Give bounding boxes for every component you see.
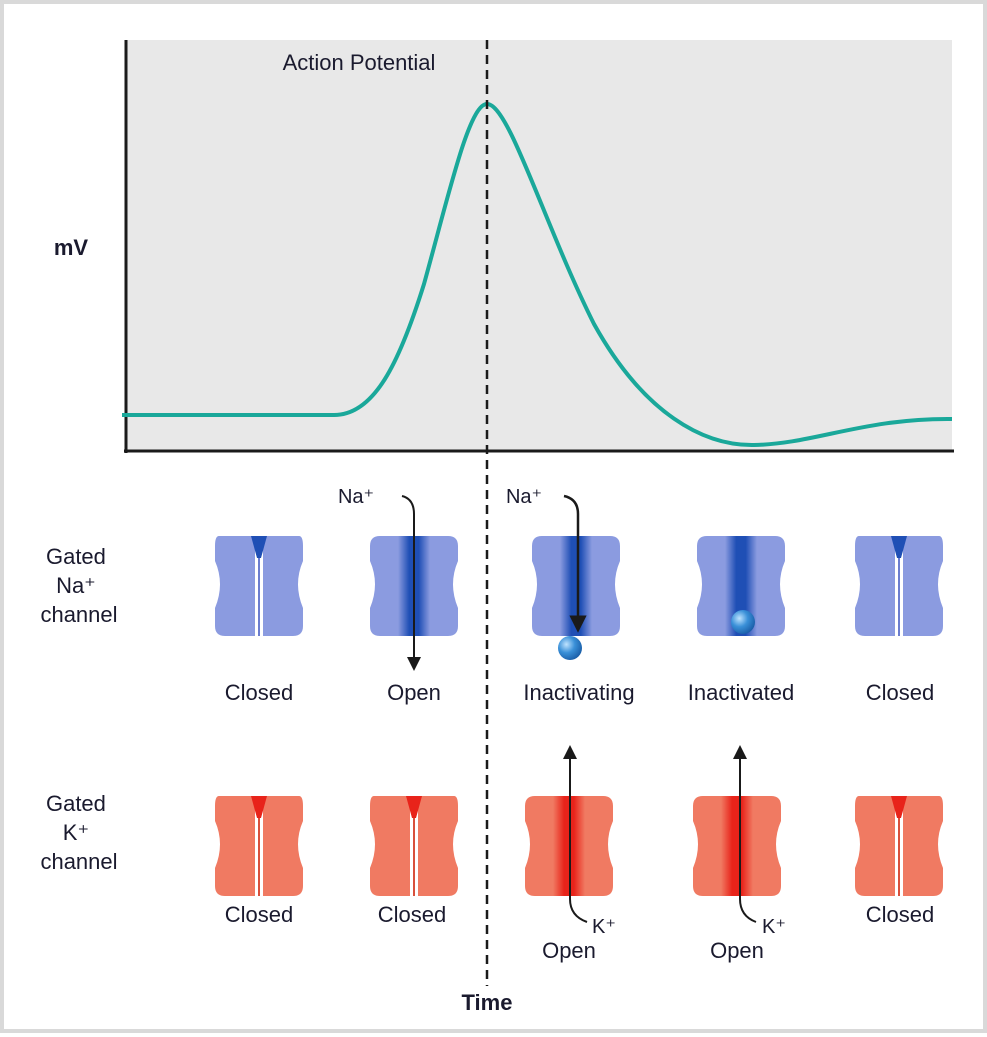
na-ion-label-2: Na⁺ [506, 486, 542, 508]
na-ion-arrow-2 [563, 494, 587, 633]
na-state-label-2: Open [387, 680, 441, 705]
k-ion-label-1: K⁺ [592, 916, 616, 938]
na-state-label-4: Inactivated [688, 680, 794, 705]
action-potential-diagram: Action Potential mV Time Gated Na⁺ chann… [40, 40, 954, 1015]
k-row-label: Gated K⁺ channel [40, 791, 117, 874]
na-row-label: Gated Na⁺ channel [40, 544, 117, 627]
chart-title: Action Potential [283, 50, 436, 75]
na-channel-closed-1 [215, 536, 303, 636]
plot-area [126, 40, 952, 451]
na-state-label-3: Inactivating [523, 680, 634, 705]
k-state-label-2: Closed [378, 902, 446, 927]
k-channel-closed-1 [215, 796, 303, 896]
na-channel-closed-2 [855, 536, 943, 636]
k-state-label-3: Open [542, 938, 596, 963]
na-state-label-1: Closed [225, 680, 293, 705]
k-state-label-1: Closed [225, 902, 293, 927]
k-state-label-5: Closed [866, 902, 934, 927]
k-ion-label-2: K⁺ [762, 916, 786, 938]
na-channel-inactivating [532, 536, 620, 660]
action-potential-trace [122, 101, 953, 448]
na-ion-label-1: Na⁺ [338, 486, 374, 508]
na-ion-arrow-1 [401, 495, 421, 671]
y-axis-label: mV [54, 235, 89, 260]
k-channel-open-2 [693, 796, 781, 896]
k-ion-arrow-1 [563, 745, 588, 923]
x-axis-label: Time [462, 990, 513, 1015]
na-state-label-5: Closed [866, 680, 934, 705]
na-channel-inactivated [697, 536, 785, 636]
inactivation-ball [558, 636, 582, 660]
k-state-label-4: Open [710, 938, 764, 963]
inactivation-ball [731, 610, 755, 634]
k-channel-closed-2 [370, 796, 458, 896]
k-channel-closed-3 [855, 796, 943, 896]
k-ion-arrow-2 [733, 745, 757, 923]
